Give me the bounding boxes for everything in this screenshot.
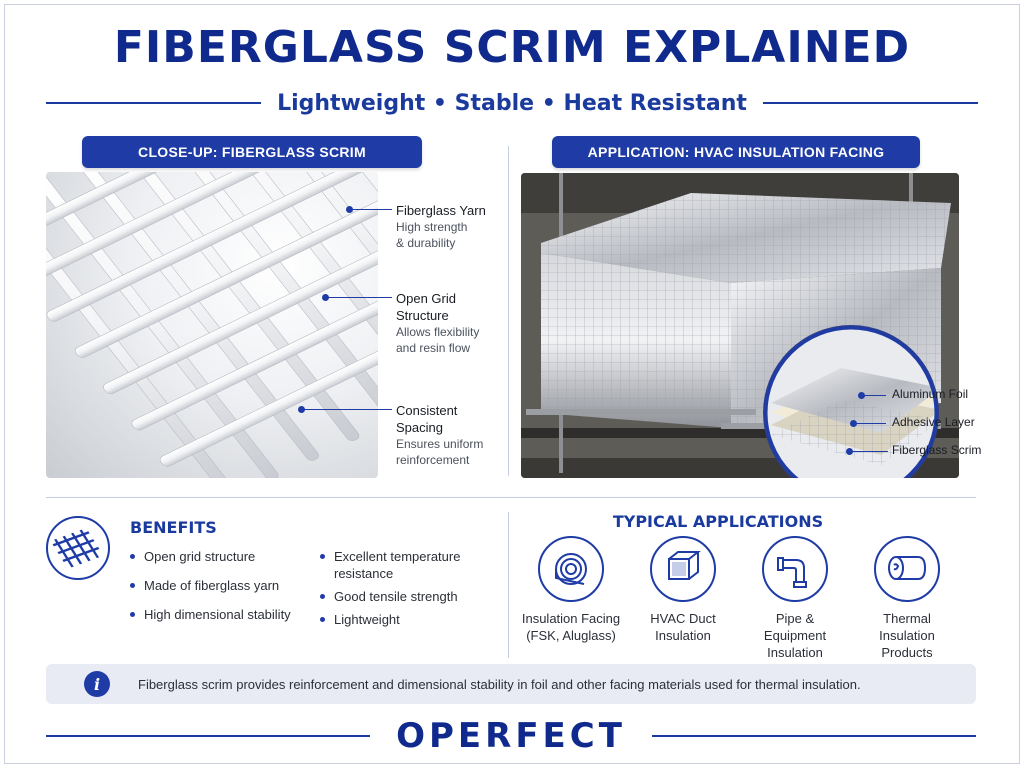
vertical-divider-top [508,146,509,476]
brand-rule-left [46,735,371,737]
application-label: Thermal Insulation Products [879,611,935,660]
application-label: Pipe & Equipment Insulation [763,611,827,660]
info-icon: i [84,671,110,697]
benefits-list-right: Excellent temperature resistance Good te… [320,548,495,628]
insulation-roll-icon [874,536,940,602]
callout-dot [346,206,353,213]
layer-label: Fiberglass Scrim [892,443,982,457]
benefit-item: Lightweight [320,611,495,628]
layer-label: Aluminum Foil [892,387,969,401]
duct-glyph [668,551,701,580]
benefit-item: Good tensile strength [320,588,495,605]
callout-desc: Allows flexibility and resin flow [396,325,480,355]
benefit-item: Open grid structure [130,548,291,565]
mesh-glyph [52,529,100,568]
benefit-item: High dimensional stability [130,606,291,623]
page-subtitle: Lightweight • Stable • Heat Resistant [277,90,747,116]
brand-logo: OPERFECT [396,716,626,756]
callout-title: Consistent Spacing [396,403,458,435]
brand-rule-right [651,735,977,737]
foil-roll-icon [538,536,604,602]
horizontal-divider [46,497,976,498]
hvac-duct-icon [650,536,716,602]
page-title: FIBERGLASS SCRIM EXPLAINED [113,22,911,73]
subtitle-rule-left [46,102,262,104]
vertical-divider-bottom [508,512,509,658]
layer-label: Adhesive Layer [892,415,975,429]
application-insulation-facing: Insulation Facing (FSK, Aluglass) [516,536,626,644]
callout-dot [846,448,853,455]
callout-dot [322,294,329,301]
application-thermal-products: Thermal Insulation Products [852,536,962,661]
benefit-item: Made of fiberglass yarn [130,577,291,594]
callout-line [352,209,392,210]
callout-title: Fiberglass Yarn [396,203,486,218]
foil-roll-glyph [555,553,587,585]
callout-desc: Ensures uniform reinforcement [396,437,484,467]
applications-heading: TYPICAL APPLICATIONS [612,512,824,531]
callout-desc: High strength & durability [396,220,468,250]
callout-dot [858,392,865,399]
application-pipe-equipment: Pipe & Equipment Insulation [740,536,850,661]
subtitle-row: Lightweight • Stable • Heat Resistant [46,86,978,120]
pipe-elbow-icon [762,536,828,602]
scrim-mesh-icon [46,516,110,580]
subtitle-rule-right [762,102,978,104]
hvac-duct-image [521,173,959,478]
closeup-section-label: CLOSE-UP: FIBERGLASS SCRIM [82,136,422,168]
callout-line [328,297,392,298]
scrim-grid-illustration [46,172,378,478]
callout-line [856,423,886,424]
scrim-closeup-image [46,172,378,478]
application-section-label: APPLICATION: HVAC INSULATION FACING [552,136,920,168]
application-hvac-duct: HVAC Duct Insulation [628,536,738,644]
benefit-item: Excellent temperature resistance [320,548,495,582]
benefits-heading: BENEFITS [130,518,217,537]
roll-glyph [888,556,927,580]
info-bar: i Fiberglass scrim provides reinforcemen… [46,664,976,704]
callout-dot [850,420,857,427]
brand-row: OPERFECT [46,716,977,756]
page-frame [4,4,1020,764]
benefits-list-left: Open grid structure Made of fiberglass y… [130,548,291,623]
callout-dot [298,406,305,413]
callout-line [304,409,392,410]
hvac-duct-illustration [521,173,959,478]
info-text: Fiberglass scrim provides reinforcement … [138,676,861,692]
application-label: HVAC Duct Insulation [650,611,716,643]
callout-line [852,451,888,452]
callout-title: Open Grid Structure [396,291,456,323]
callout-line [864,395,886,396]
pipe-glyph [777,557,807,588]
application-label: Insulation Facing (FSK, Aluglass) [521,611,621,643]
